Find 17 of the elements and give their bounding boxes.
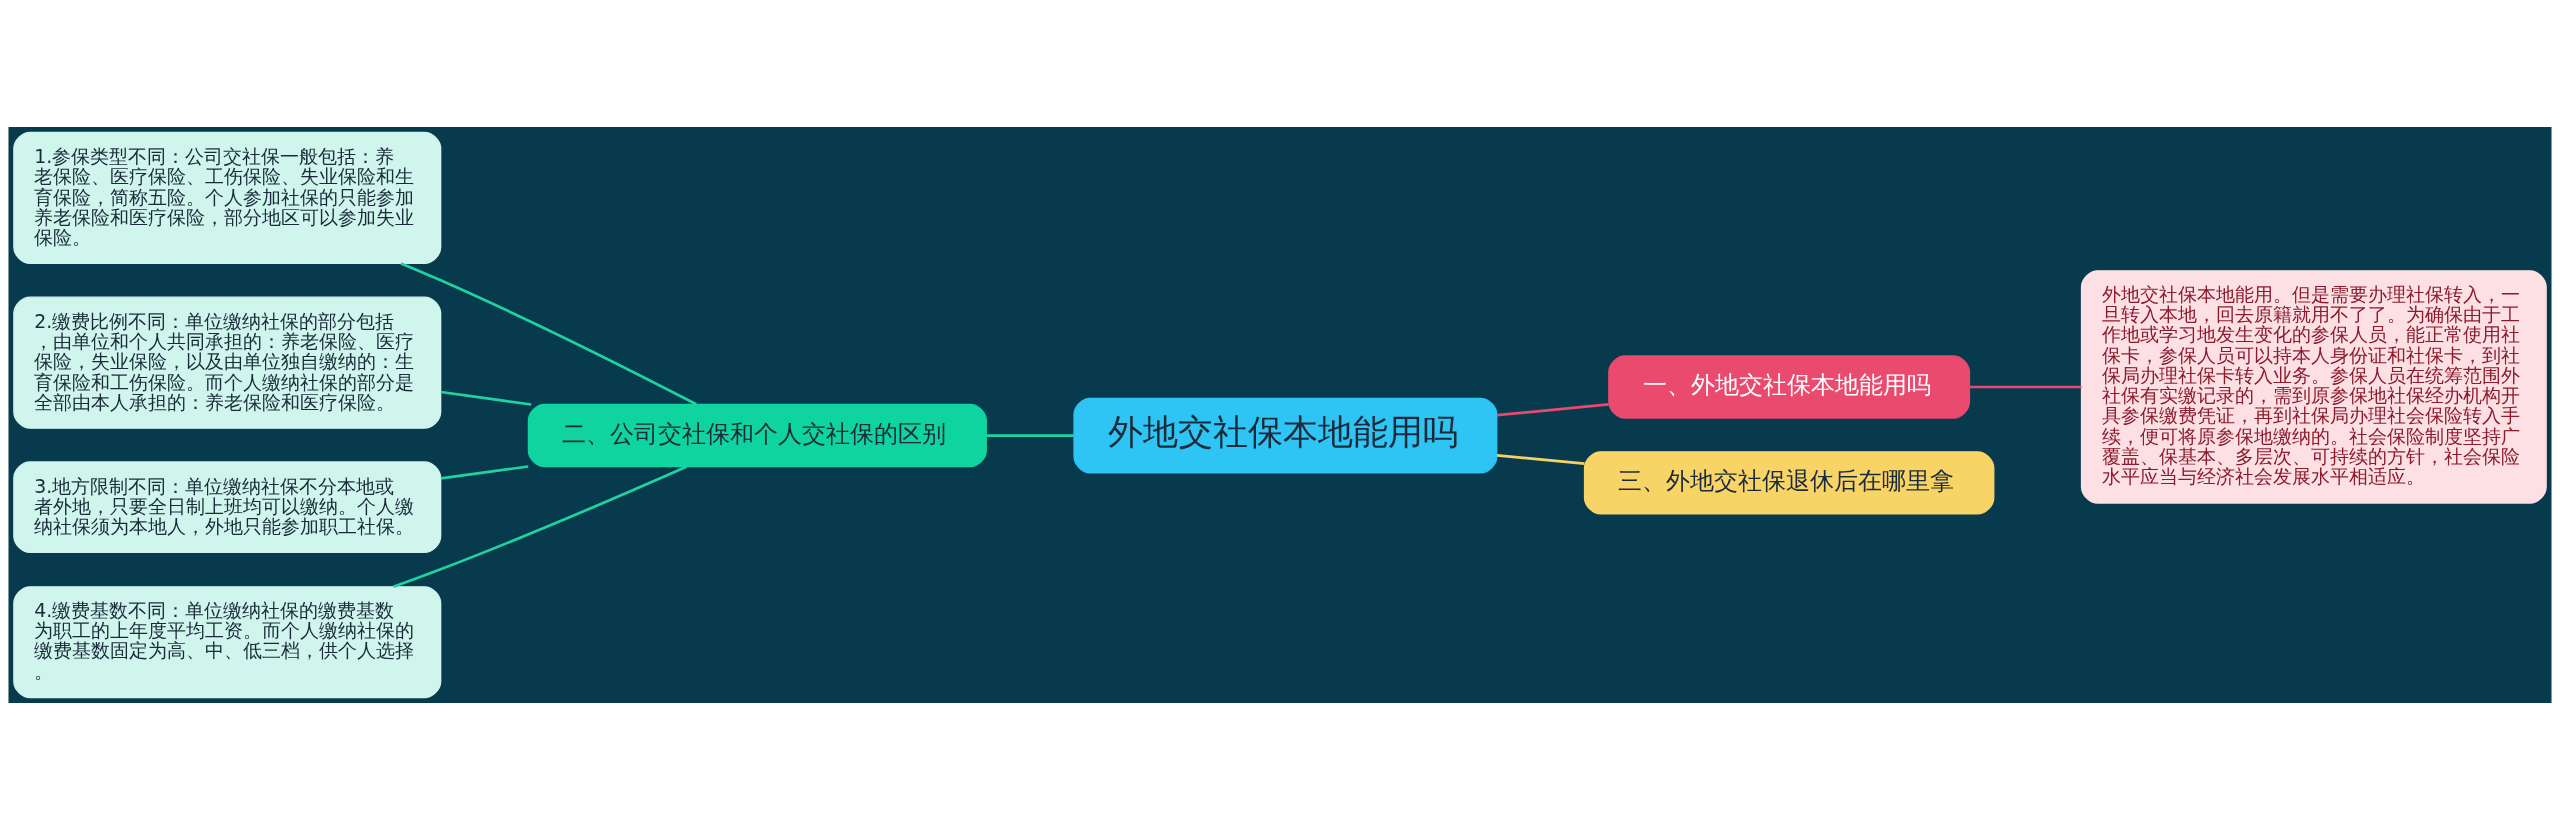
connector xyxy=(400,261,697,405)
node-box: 1.参保类型不同：公司交社保一般包括：养老保险、医疗保险、工伤保险、失业保险和生育保险，简称五险。个人参加社保的只能参加养老保险和医疗保险，部分地区可以参加失业保险。 xyxy=(13,131,442,264)
node-box: 3.地方限制不同：单位缴纳社保不分本地或者外地，只要全日制上班均可以缴纳。个人缴纳社保须为本地人，外地只能参加职工社保。 xyxy=(13,460,442,553)
node-box: 一、外地交社保本地能用吗 xyxy=(1608,354,1971,419)
connector xyxy=(986,433,1075,437)
connector xyxy=(1496,453,1585,465)
node-box: 三、外地交社保退休后在哪里拿 xyxy=(1583,450,1995,515)
connector xyxy=(392,465,687,588)
node-box: 二、公司交社保和个人交社保的区别 xyxy=(527,403,987,467)
node-box: 外地交社保本地能用吗 xyxy=(1073,397,1498,473)
connector xyxy=(1969,385,2082,388)
connector xyxy=(440,390,532,406)
node-box: 外地交社保本地能用。但是需要办理社保转入，一旦转入本地，回去原籍就用不了了。为确保由于工作地或学习地发生变化的参保人员，能正常使用社保卡，参保人员可以持本人身份证和社保卡，到社保局办理社保卡转入业务。参保人员在统筹范围外社保有实缴记录的，需到原参保地社保经办机构开具参保缴费凭证，再到社保局办理社会保险转入手续，便可将原参保地缴纳的。社会保险制度坚持广覆盖、保基本、多层次、可持续的方针，社会保险水平应当与经济社会发展水平相适应。 xyxy=(2080,269,2547,504)
node-box: 4.缴费基数不同：单位缴纳社保的缴费基数为职工的上年度平均工资。而个人缴纳社保的缴费基数固定为高、中、低三档，供个人选择。 xyxy=(13,585,442,698)
node-box: 2.缴费比例不同：单位缴纳社保的部分包括，由单位和个人共同承担的：养老保险、医疗保险，失业保险，以及由单位独自缴纳的：生育保险和工伤保险。而个人缴纳社保的部分是全部由本人承担的：养老保险和医疗保险。 xyxy=(13,296,442,429)
connector xyxy=(1496,402,1609,417)
connector xyxy=(440,464,529,480)
